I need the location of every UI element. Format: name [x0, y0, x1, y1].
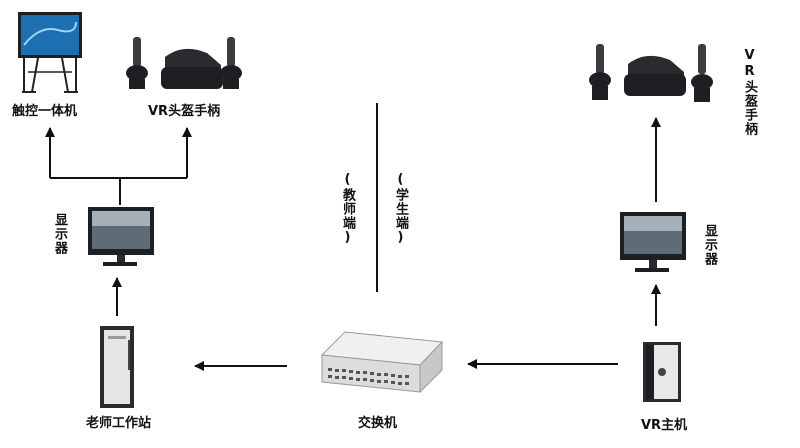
switch-label: 交换机 [358, 416, 398, 431]
vr-headset-label-left: VR头盔手柄 [148, 104, 221, 119]
vr-headset-icon [126, 37, 242, 89]
workstation-tower-icon [100, 326, 134, 408]
touch-display-icon [18, 12, 82, 93]
teacher-workstation-label: 老师工作站 [86, 416, 152, 431]
teacher-side-label: (教师端) [340, 172, 355, 246]
monitor-icon [620, 212, 686, 272]
vr-headset-icon [589, 44, 713, 102]
vr-host-label: VR主机 [641, 418, 688, 433]
touch-display-label: 触控一体机 [12, 104, 78, 119]
student-side-label: (学生端) [393, 172, 408, 246]
monitor-label-left: 显示器 [52, 213, 67, 255]
monitor-icon [88, 207, 154, 266]
vr-host-tower-icon [643, 342, 681, 402]
connector-lines [45, 103, 661, 371]
vr-headset-label-right: VR头盔手柄 [742, 48, 757, 136]
monitor-label-right: 显示器 [702, 224, 717, 266]
network-switch-icon [320, 331, 444, 394]
